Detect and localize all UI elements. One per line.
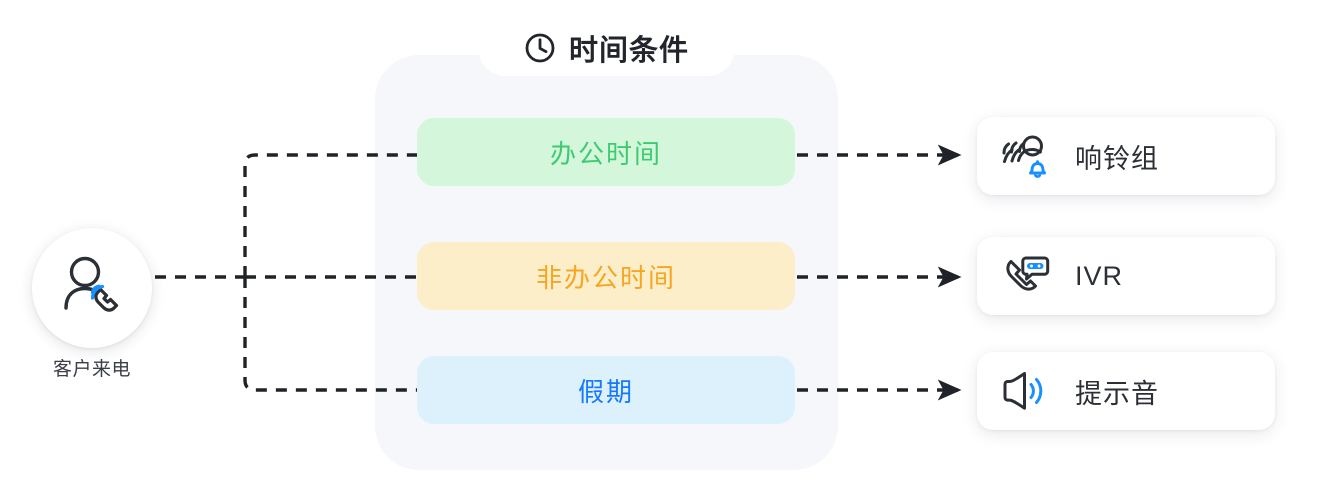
condition-chip-holiday[interactable]: 假期: [417, 356, 795, 424]
destination-label: 提示音: [1075, 378, 1159, 409]
source-node-circle: [32, 228, 152, 348]
condition-chip-non-office-hours[interactable]: 非办公时间: [417, 242, 795, 310]
ring-group-bell-icon: [999, 133, 1053, 179]
time-condition-title: 时间条件: [568, 35, 689, 67]
condition-chip-office-hours[interactable]: 办公时间: [417, 118, 795, 186]
destination-card-ring-group[interactable]: 响铃组: [977, 117, 1275, 195]
speaker-sound-icon: [999, 368, 1053, 414]
destination-card-prompt-tone[interactable]: 提示音: [977, 352, 1275, 430]
phone-message-icon: [999, 253, 1053, 299]
clock-icon: [525, 33, 555, 63]
person-with-phone-icon: [64, 256, 119, 312]
destination-label: 响铃组: [1075, 143, 1159, 174]
time-condition-title-badge: 时间条件: [478, 20, 735, 76]
destination-card-ivr[interactable]: IVR: [977, 237, 1275, 315]
source-node-label: 客户来电: [52, 359, 131, 380]
source-node-customer-call[interactable]: 客户来电: [32, 228, 152, 380]
destination-label: IVR: [1075, 260, 1124, 291]
